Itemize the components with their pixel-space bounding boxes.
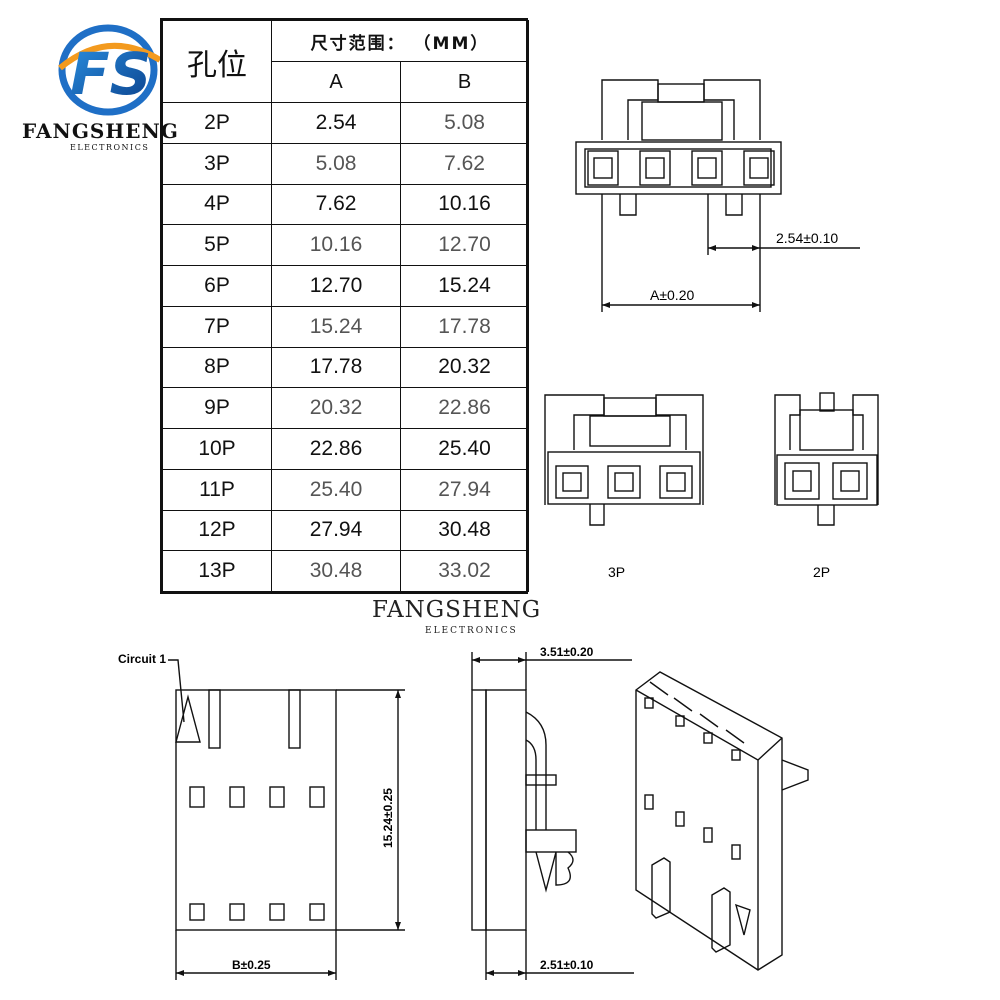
position-cell: 7P [162,305,272,348]
position-cell: 11P [162,468,272,511]
dimension-a-cell: 15.24 [271,305,401,348]
dimension-b-cell: 27.94 [399,468,530,511]
column-b-header: B [399,61,530,103]
brand-logo: FS FANGSHENG ELECTRONICS [0,8,200,152]
column-a-header: A [271,61,401,103]
dimension-b-cell: 30.48 [399,509,530,552]
front-view-4p [575,79,860,312]
position-header: 孔位 [162,20,272,103]
watermark-brand: FANGSHENG [372,597,542,623]
logo-brand: FANGSHENG [22,119,179,143]
position-cell: 2P [162,102,272,144]
view-3p [544,394,704,526]
side-view [471,652,634,980]
label-3p: 3P [608,564,625,580]
position-cell: 12P [162,509,272,552]
front-contact-cavities [587,150,775,186]
dimension-b-cell: 17.78 [399,305,530,348]
view-2p [774,392,879,526]
watermark-subtitle: ELECTRONICS [425,626,518,636]
dimension-a-cell: 7.62 [271,183,401,226]
position-cell: 13P [162,550,272,592]
dimension-b-cell: 33.02 [399,550,530,592]
isometric-view [635,671,809,971]
dimension-b-cell: 15.24 [399,265,530,307]
position-cell: 5P [162,224,272,266]
logo-monogram: FS [70,40,151,108]
dimension-a-cell: 25.40 [271,468,401,511]
dimension-a-cell: 17.78 [271,346,401,389]
dimension-a-cell: 12.70 [271,265,401,307]
b-dimension-label: B±0.25 [232,958,271,972]
dimension-arrows [176,245,760,976]
dimension-b-cell: 12.70 [399,224,530,266]
label-2p: 2P [813,564,830,580]
logo-swoosh [58,42,162,71]
position-cell: 3P [162,142,272,185]
dimension-b-cell: 5.08 [399,102,530,144]
a-dimension-label: A±0.20 [650,287,694,303]
dimension-a-cell: 30.48 [271,550,401,592]
dimension-a-cell: 10.16 [271,224,401,266]
position-cell: 8P [162,346,272,389]
bottom-dimension-label: 2.51±0.10 [540,958,594,972]
height-dimension-label: 15.24±0.25 [381,788,395,848]
circuit-1-label: Circuit 1 [118,652,166,666]
plan-view [168,659,405,980]
logo-mark: FS [58,24,162,116]
logo-subtitle: ELECTRONICS [70,143,150,152]
pitch-dimension-label: 2.54±0.10 [776,230,838,246]
dimension-b-cell: 7.62 [399,142,530,185]
dimension-a-cell: 22.86 [271,428,401,470]
dimension-a-cell: 2.54 [271,102,401,144]
dimension-b-cell: 20.32 [399,346,530,389]
top-dimension-label: 3.51±0.20 [540,645,594,659]
position-cell: 4P [162,183,272,226]
